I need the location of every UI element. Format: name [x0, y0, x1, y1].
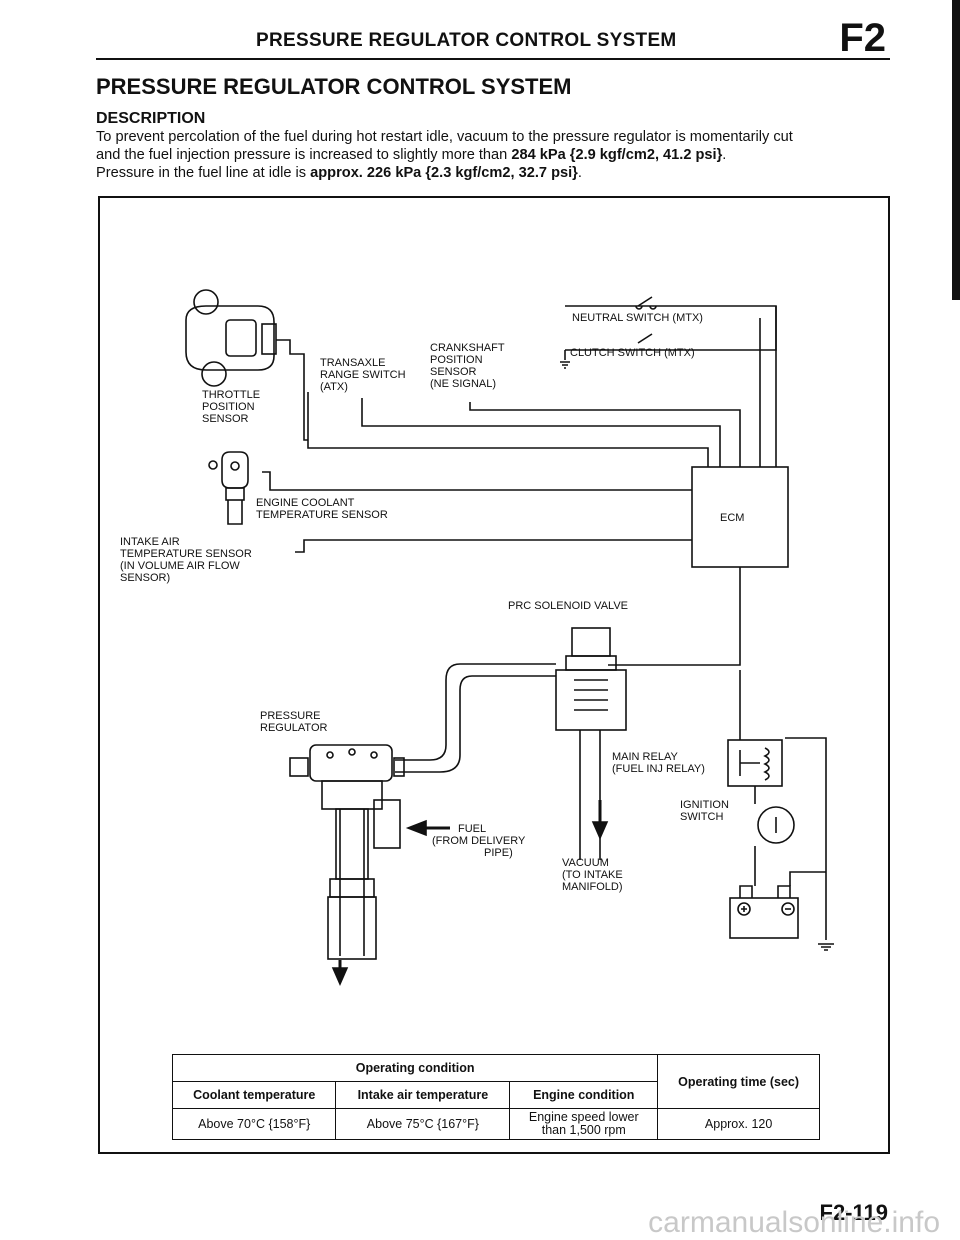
- label-intake-4: SENSOR): [120, 572, 170, 584]
- label-intake-3: (IN VOLUME AIR FLOW: [120, 560, 240, 572]
- coolant-temperature-sensor: [208, 451, 249, 525]
- intake-air-temp-cell: Above 75°C {167°F}: [335, 1108, 511, 1140]
- page-title: PRESSURE REGULATOR CONTROL SYSTEM: [96, 74, 572, 99]
- label-crankshaft-3: SENSOR: [430, 366, 477, 378]
- label-ignition-2: SWITCH: [680, 811, 723, 823]
- header-title: PRESSURE REGULATOR CONTROL SYSTEM: [256, 30, 677, 51]
- operating-time-header: Operating time (sec): [657, 1054, 820, 1109]
- table-header-row: Operating condition Operating time (sec): [171, 1054, 820, 1109]
- coolant-temp-header: Coolant temperature: [171, 1081, 337, 1109]
- label-fuel-2: (FROM DELIVERY: [432, 835, 526, 847]
- operating-condition-header: Operating condition: [171, 1054, 659, 1082]
- pressure-regulator: [289, 744, 405, 960]
- label-throttle-3: SENSOR: [202, 413, 249, 425]
- diagram-frame: [98, 196, 890, 1154]
- intake-air-temp-header: Intake air temperature: [335, 1081, 511, 1109]
- label-prc-valve: PRC SOLENOID VALVE: [508, 600, 628, 612]
- clutch-switch-symbol: [637, 333, 653, 344]
- label-transaxle-3: (ATX): [320, 381, 348, 393]
- coolant-temp-cell: Above 70°C {158°F}: [171, 1108, 337, 1140]
- battery: [729, 897, 799, 939]
- label-fuel-1: FUEL: [458, 823, 486, 835]
- label-throttle-1: THROTTLE: [202, 389, 260, 401]
- engine-condition-header: Engine condition: [509, 1081, 659, 1109]
- operating-time-cell: Approx. 120: [657, 1108, 820, 1140]
- label-crankshaft-1: CRANKSHAFT: [430, 342, 505, 354]
- label-crankshaft-4: (NE SIGNAL): [430, 378, 496, 390]
- ecm-to-valve-line: [608, 567, 741, 666]
- description-line-3: Pressure in the fuel line at idle is app…: [96, 165, 582, 181]
- label-intake-1: INTAKE AIR: [120, 536, 180, 548]
- label-ecm: ECM: [720, 512, 744, 524]
- section-code: F2: [839, 16, 886, 60]
- label-fuel-3: PIPE): [484, 847, 513, 859]
- throttle-position-sensor: [185, 289, 308, 441]
- label-coolant-2: TEMPERATURE SENSOR: [256, 509, 388, 521]
- label-crankshaft-2: POSITION: [430, 354, 483, 366]
- label-regulator-2: REGULATOR: [260, 722, 327, 734]
- label-neutral-switch: NEUTRAL SWITCH (MTX): [572, 312, 703, 324]
- label-coolant-1: ENGINE COOLANT: [256, 497, 355, 509]
- label-clutch-switch: CLUTCH SWITCH (MTX): [570, 347, 695, 359]
- vacuum-hose: [395, 663, 556, 761]
- page-code: F2-119: [819, 1200, 889, 1225]
- description-text: To prevent percolation of the fuel durin…: [96, 128, 896, 182]
- label-vacuum-1: VACUUM: [562, 857, 609, 869]
- label-transaxle-2: RANGE SWITCH: [320, 369, 406, 381]
- table-row: Above 70°C {158°F} Above 75°C {167°F} En…: [171, 1108, 820, 1140]
- watermark: carmanualsonline.info: [648, 1206, 940, 1239]
- label-main-relay-1: MAIN RELAY: [612, 751, 678, 763]
- label-regulator-1: PRESSURE: [260, 710, 321, 722]
- label-vacuum-2: (TO INTAKE: [562, 869, 623, 881]
- description-line-2: and the fuel injection pressure is incre…: [96, 147, 727, 163]
- ignition-switch: [757, 806, 795, 844]
- prc-solenoid-valve: [571, 627, 611, 657]
- page-header: PRESSURE REGULATOR CONTROL SYSTEM F2: [96, 16, 890, 60]
- label-transaxle-1: TRANSAXLE: [320, 357, 385, 369]
- page-edge-bar: [952, 0, 960, 300]
- label-ignition-1: IGNITION: [680, 799, 729, 811]
- operating-condition-table: Operating condition Operating time (sec)…: [171, 1054, 820, 1140]
- label-throttle-2: POSITION: [202, 401, 255, 413]
- description-heading: DESCRIPTION: [96, 110, 206, 127]
- label-intake-2: TEMPERATURE SENSOR: [120, 548, 252, 560]
- description-line-1: To prevent percolation of the fuel durin…: [96, 129, 793, 145]
- label-vacuum-3: MANIFOLD): [562, 881, 623, 893]
- label-main-relay-2: (FUEL INJ RELAY): [612, 763, 705, 775]
- neutral-switch-symbol: [635, 296, 657, 310]
